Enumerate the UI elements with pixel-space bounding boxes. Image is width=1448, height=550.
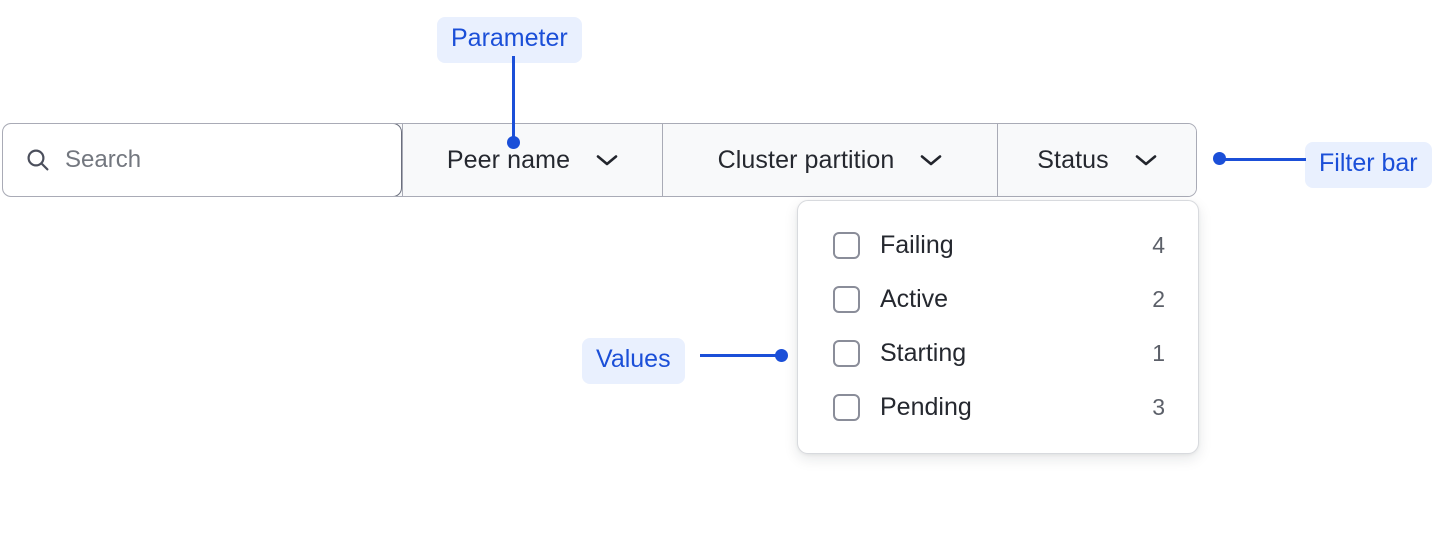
dropdown-option-label: Starting — [880, 338, 967, 367]
dropdown-option-count: 4 — [1152, 231, 1165, 258]
chevron-down-icon — [920, 153, 942, 167]
filter-segment-label: Cluster partition — [717, 145, 895, 174]
checkbox[interactable] — [833, 393, 860, 421]
filter-segment-peer-name[interactable]: Peer name — [402, 124, 662, 196]
annotation-leader-line-filter-bar — [1222, 158, 1306, 161]
dropdown-option-label: Active — [880, 284, 949, 313]
filter-segment-status[interactable]: Status — [997, 124, 1196, 196]
checkbox[interactable] — [833, 231, 860, 259]
dropdown-option-label: Failing — [880, 230, 954, 259]
annotation-dot-values — [775, 349, 788, 362]
annotation-label-values: Values — [582, 338, 685, 384]
chevron-down-icon — [1135, 153, 1157, 167]
dropdown-option[interactable]: Failing 4 — [798, 218, 1198, 272]
annotation-leader-line-values — [700, 354, 782, 357]
filter-segment-cluster-partition[interactable]: Cluster partition — [662, 124, 997, 196]
annotation-dot-parameter — [507, 136, 520, 149]
annotation-label-filter-bar: Filter bar — [1305, 142, 1432, 188]
dropdown-option[interactable]: Starting 1 — [798, 326, 1198, 380]
search-input[interactable] — [65, 146, 379, 174]
filter-segment-label: Status — [1037, 145, 1109, 174]
annotation-label-parameter: Parameter — [437, 17, 582, 63]
dropdown-option[interactable]: Active 2 — [798, 272, 1198, 326]
search-icon — [25, 147, 51, 173]
search-field[interactable] — [3, 124, 402, 196]
filter-segment-label: Peer name — [446, 145, 571, 174]
filter-bar: Peer name Cluster partition Status — [2, 123, 1197, 197]
dropdown-option-count: 1 — [1152, 339, 1165, 366]
checkbox[interactable] — [833, 285, 860, 313]
annotation-dot-filter-bar — [1213, 152, 1226, 165]
dropdown-option-count: 3 — [1152, 393, 1165, 420]
status-dropdown-panel: Failing 4 Active 2 Starting 1 Pending 3 — [797, 200, 1199, 454]
annotation-leader-line-parameter — [512, 56, 515, 144]
chevron-down-icon — [596, 153, 618, 167]
dropdown-option-label: Pending — [880, 392, 972, 421]
checkbox[interactable] — [833, 339, 860, 367]
dropdown-option-count: 2 — [1152, 285, 1165, 312]
dropdown-option[interactable]: Pending 3 — [798, 380, 1198, 434]
